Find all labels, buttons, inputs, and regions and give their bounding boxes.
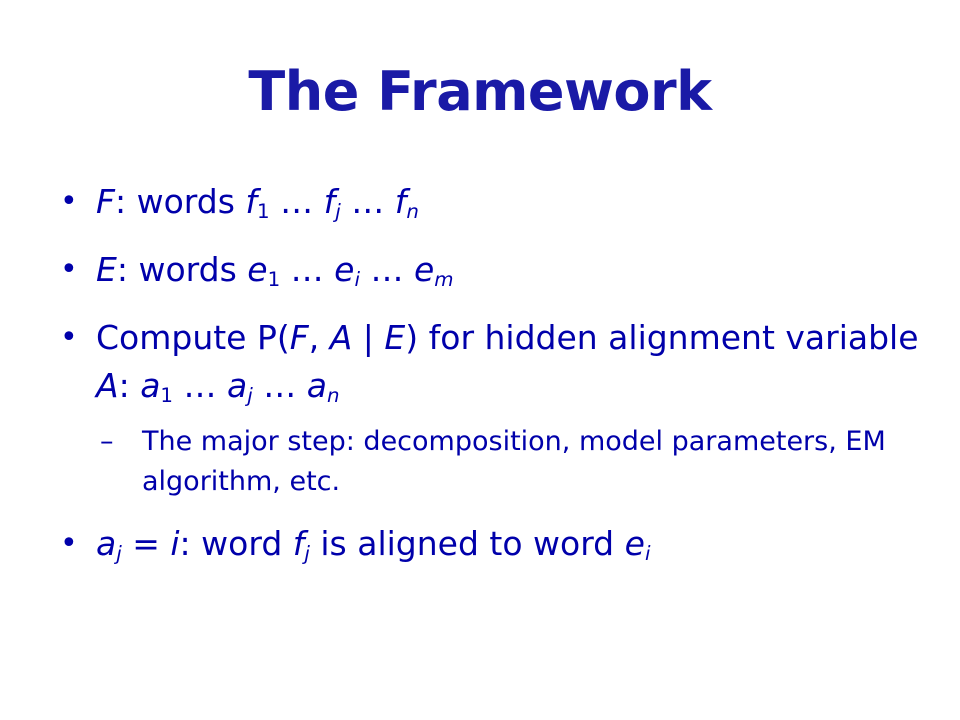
dash-marker: – — [100, 426, 114, 457]
text-run: … — [252, 366, 307, 405]
text-run: 1 — [257, 199, 270, 223]
text-run: E — [384, 318, 406, 357]
text-run: 1 — [160, 383, 174, 407]
bullet-text: The major step: decomposition, model par… — [142, 426, 886, 497]
text-run: : words — [116, 250, 248, 289]
bullet-item: •E: words e1 … ei … em — [60, 246, 920, 294]
bullet-text: aj = i: word fj is aligned to word ei — [96, 524, 650, 563]
text-run: a — [306, 366, 327, 405]
bullet-marker: • — [60, 252, 78, 287]
text-run: : words — [114, 182, 246, 221]
bullet-text: F: words f1 … fj … fn — [96, 182, 419, 221]
text-run: Compute P( — [96, 318, 290, 357]
bullet-marker: • — [60, 184, 78, 219]
bullet-list: •F: words f1 … fj … fn•E: words e1 … ei … — [60, 178, 920, 588]
text-run: : word — [179, 524, 293, 563]
text-run: The major step: decomposition, model par… — [142, 426, 886, 497]
text-run: … — [280, 250, 335, 289]
text-run: E — [96, 250, 117, 289]
text-run: f — [394, 182, 407, 221]
text-run: e — [413, 250, 435, 289]
bullet-text: E: words e1 … ei … em — [96, 250, 454, 289]
text-run: : — [118, 366, 141, 405]
text-run: f — [245, 182, 258, 221]
text-run: = — [121, 524, 171, 563]
bullet-item: •F: words f1 … fj … fn — [60, 178, 920, 226]
text-run: a — [227, 366, 248, 405]
text-run: i — [170, 524, 180, 563]
text-run: n — [326, 383, 340, 407]
text-run: n — [406, 199, 419, 223]
text-run: j — [304, 541, 310, 565]
text-run: a — [96, 524, 117, 563]
text-run: F — [96, 182, 115, 221]
text-run: j — [335, 199, 341, 223]
sub-bullet-item: –The major step: decomposition, model pa… — [60, 422, 920, 502]
text-run: e — [624, 524, 645, 563]
text-run: i — [644, 541, 651, 565]
text-run: F — [289, 318, 309, 357]
bullet-item: •aj = i: word fj is aligned to word ei — [60, 520, 920, 568]
text-run: ) for hidden alignment variable — [405, 318, 919, 357]
bullet-item: • Compute P(F, A | E) for hidden alignmen… — [60, 314, 920, 410]
bullet-text: Compute P(F, A | E) for hidden alignment… — [96, 318, 919, 405]
text-run: … — [359, 250, 414, 289]
text-run: a — [140, 366, 161, 405]
text-run: | — [352, 318, 385, 357]
text-run: is aligned to word — [309, 524, 625, 563]
text-run: e — [247, 250, 268, 289]
text-run: e — [334, 250, 355, 289]
bullet-marker: • — [60, 526, 78, 561]
text-run: 1 — [267, 267, 281, 291]
text-run: i — [354, 267, 360, 291]
text-run: f — [292, 524, 305, 563]
text-run: A — [96, 366, 119, 405]
text-run: j — [247, 383, 253, 407]
text-run: j — [116, 541, 122, 565]
text-run: … — [173, 366, 227, 405]
text-run: , — [308, 318, 330, 357]
text-run: … — [340, 182, 395, 221]
text-run: f — [323, 182, 336, 221]
bullet-marker: • — [60, 320, 78, 355]
text-run: m — [434, 267, 454, 291]
slide-title: The Framework — [248, 60, 712, 123]
text-run: … — [269, 182, 324, 221]
text-run: A — [329, 318, 353, 357]
